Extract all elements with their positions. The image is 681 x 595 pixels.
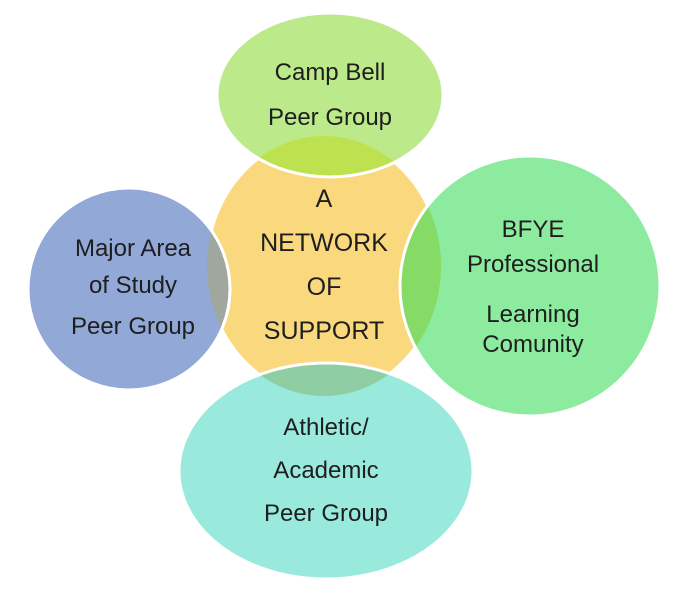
bfye-circle-group — [398, 154, 662, 418]
bfye-circle-outline — [398, 154, 662, 418]
bfye-circle — [400, 156, 660, 416]
athletic-circle — [179, 363, 473, 579]
campbell-circle — [217, 13, 443, 177]
campbell-circle-outline — [215, 11, 445, 179]
major-circle-group — [26, 186, 232, 392]
campbell-circle-group — [215, 11, 445, 179]
athletic-circle-group — [177, 361, 475, 581]
major-circle — [28, 188, 230, 390]
athletic-circle-outline — [177, 361, 475, 581]
major-circle-outline — [26, 186, 232, 392]
